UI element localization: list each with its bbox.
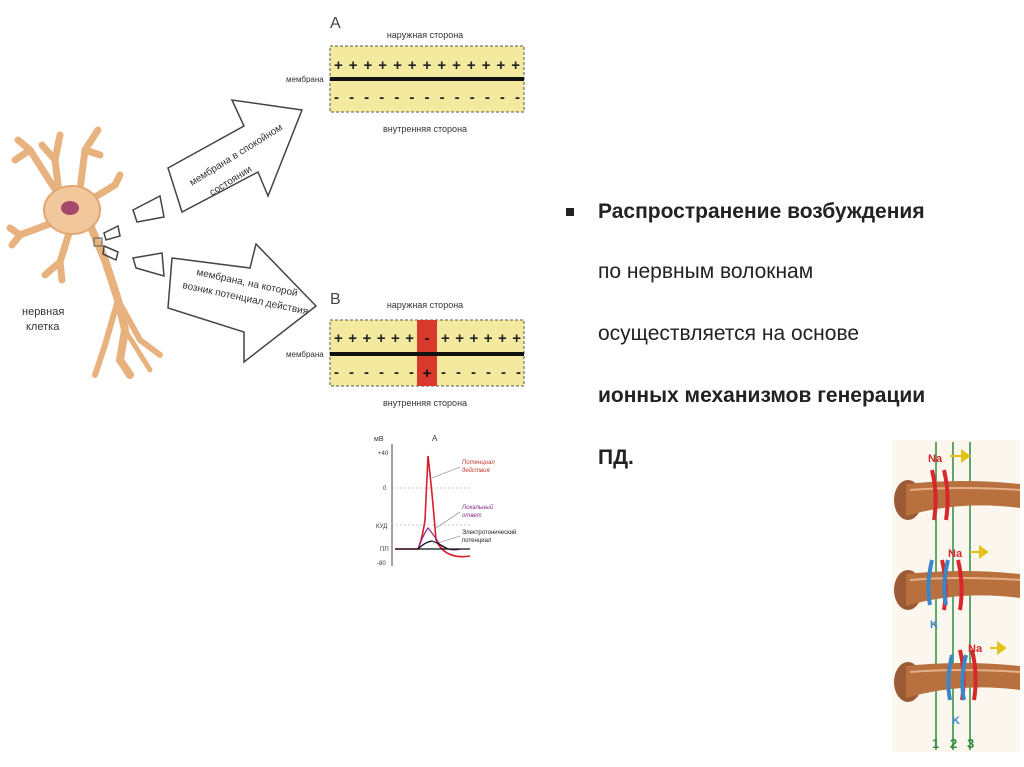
bullet-line-1: Распространение возбуждения bbox=[598, 200, 925, 223]
axon-k-label-1: K bbox=[930, 619, 938, 631]
bullet-line-3: осуществляется на основе bbox=[598, 322, 860, 345]
axon-na-label-1: Na bbox=[928, 453, 943, 465]
graph-tick-plus40: +40 bbox=[378, 451, 389, 457]
axon-line-number-1: 1 bbox=[932, 736, 939, 751]
graph-tick-pp: ПП bbox=[380, 547, 389, 553]
bullet-line-2: по нервным волокнам bbox=[598, 260, 814, 283]
graph-tick-zero: 0 bbox=[383, 486, 387, 492]
graph-tick-kud: КУД bbox=[376, 524, 387, 530]
neuron-label-line2: клетка bbox=[26, 321, 60, 333]
panel-b-red-minus: - bbox=[425, 330, 430, 347]
graph-label-electro-2: потенциал bbox=[462, 538, 492, 544]
panel-b-letter: B bbox=[330, 291, 341, 308]
arrow-action-potential-membrane: мембрана, на которой возник потенциал де… bbox=[167, 242, 318, 364]
potential-graph: мВ A +40 0 КУД ПП -80 Потенциал действия… bbox=[374, 434, 516, 567]
panel-b-minus-left: - - - - - - bbox=[334, 364, 414, 381]
panel-a-plus-row: + + + + + + + + + + + + + bbox=[334, 57, 520, 74]
bullet-square-icon bbox=[566, 208, 574, 216]
membrane-panel-b: B наружная сторона + + + + + + + + + + +… bbox=[286, 291, 525, 408]
graph-label-ap-2: действия bbox=[462, 467, 490, 474]
panel-b-plus-left: + + + + + + bbox=[334, 330, 414, 347]
axon-na-label-2: Na bbox=[948, 548, 963, 560]
axon-line-number-2: 2 bbox=[950, 736, 957, 751]
nerve-cell-illustration: нервная клетка bbox=[6, 126, 163, 379]
panel-b-minus-right: - - - - - - bbox=[441, 364, 521, 381]
panel-b-plus-right: + + + + + + bbox=[441, 330, 521, 347]
membrane-panel-a: A наружная сторона + + + + + + + + + + +… bbox=[286, 15, 525, 134]
panel-a-membrane-label: мембрана bbox=[286, 75, 324, 84]
arrow-resting-membrane: мембрана в спокойном состоянии bbox=[167, 99, 304, 214]
panel-a-letter: A bbox=[330, 15, 341, 32]
neuron-label-line1: нервная bbox=[22, 306, 64, 318]
panel-a-outer-side: наружная сторона bbox=[387, 30, 463, 40]
zoom-indicator bbox=[102, 194, 165, 278]
bullet-line-5: ПД. bbox=[598, 446, 634, 469]
graph-ylabel: мВ bbox=[374, 436, 384, 443]
bullet-line-4: ионных механизмов генерации bbox=[598, 384, 926, 407]
panel-b-inner-side: внутренняя сторона bbox=[383, 398, 467, 408]
graph-tick-minus80: -80 bbox=[377, 561, 386, 567]
axon-propagation-figure: Na Na Na K K 1 2 3 bbox=[892, 440, 1021, 752]
graph-letter: A bbox=[432, 434, 438, 443]
panel-b-red-plus: + bbox=[423, 365, 432, 382]
graph-label-ap-1: Потенциал bbox=[462, 460, 495, 466]
graph-label-local-2: ответ bbox=[462, 513, 482, 519]
graph-label-local-1: Локальный bbox=[461, 504, 494, 511]
panel-a-minus-row: - - - - - - - - - - - - - bbox=[334, 89, 520, 106]
panel-a-inner-side: внутренняя сторона bbox=[383, 124, 467, 134]
axon-k-label-2: K bbox=[952, 715, 960, 727]
graph-label-electro-1: Электротонический bbox=[462, 529, 516, 536]
axon-line-number-3: 3 bbox=[967, 736, 974, 751]
panel-b-outer-side: наружная сторона bbox=[387, 300, 463, 310]
panel-b-membrane-label: мембрана bbox=[286, 350, 324, 359]
axon-na-label-3: Na bbox=[968, 643, 983, 655]
